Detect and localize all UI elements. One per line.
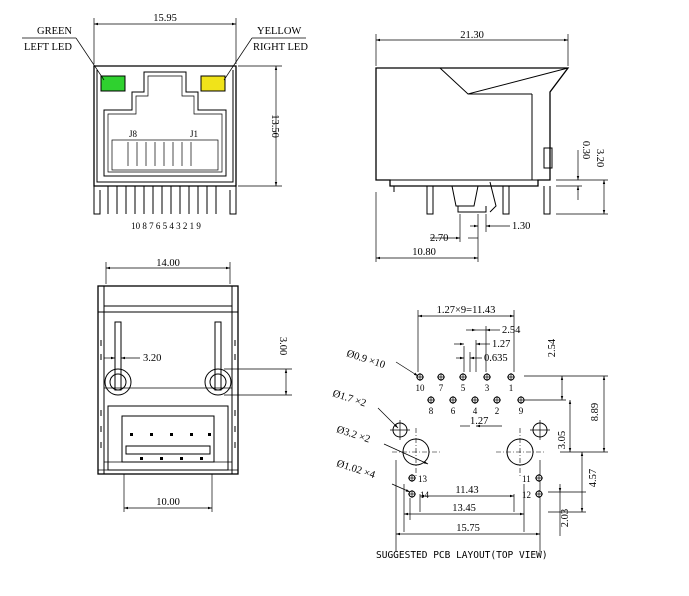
pcb-dim-1575: 15.75	[456, 523, 480, 534]
front-pin-numbers: 10 8 7 6 5 4 3 2 1 9	[131, 221, 201, 231]
pcb-pin-1: 1	[509, 383, 514, 393]
pcb-pin-2: 2	[495, 406, 500, 416]
pcb-dim-1143: 11.43	[455, 485, 478, 496]
front-height-dim: 13.50	[269, 114, 280, 138]
pcb-pin-13: 13	[418, 474, 428, 484]
side-dim-1080: 10.80	[412, 247, 436, 258]
pcb-pin-10: 10	[416, 383, 426, 393]
pcb-dim-889: 8.89	[590, 403, 601, 421]
pcb-pin-7: 7	[439, 383, 444, 393]
pcb-pin-6: 6	[451, 406, 456, 416]
pcb-hole-32-callout: Ø3.2 ×2	[335, 424, 371, 445]
green-led-label: GREEN	[37, 26, 72, 37]
pcb-pin-11: 11	[522, 474, 531, 484]
bottom-dim-300: 3.00	[277, 337, 288, 355]
side-dim-270: 2.70	[430, 233, 448, 244]
pcb-dim-254-top: 2.54	[502, 325, 521, 336]
side-dim-130: 1.30	[512, 221, 530, 232]
pcb-dim-254-right: 2.54	[547, 338, 558, 357]
pcb-pin-5: 5	[461, 383, 466, 393]
pcb-pin-3: 3	[485, 383, 490, 393]
bottom-width-dim: 14.00	[156, 258, 180, 269]
side-dim-320: 3.20	[594, 149, 605, 167]
side-dim-030: 0.30	[580, 141, 591, 159]
bottom-dim-320: 3.20	[143, 353, 161, 364]
pcb-dim-1345: 13.45	[452, 503, 476, 514]
pcb-hole-09-callout: Ø0.9 ×10	[345, 348, 386, 371]
pcb-layout-title: SUGGESTED PCB LAYOUT(TOP VIEW)	[376, 550, 548, 561]
pcb-pin-12: 12	[522, 490, 531, 500]
pcb-layout: 1.27×9=11.43 2.54 1.27 0.635 2.54 8.89 3…	[331, 305, 608, 561]
front-view: 15.95 13.50 GREEN LEFT LED YELLOW RIGHT …	[22, 13, 308, 231]
pin-j1-label: J1	[190, 129, 198, 139]
pcb-led-holes	[408, 474, 543, 498]
yellow-led-label: YELLOW	[257, 26, 301, 37]
side-view: 21.30 0.30 3.20 2.70 1.30 10.80	[375, 30, 608, 262]
pcb-pin-14: 14	[420, 490, 430, 500]
pcb-pin-9: 9	[519, 406, 524, 416]
pcb-dim-127-mid: 1.27	[470, 416, 488, 427]
pcb-dim-457: 4.57	[588, 469, 599, 487]
bottom-view: 14.00 3.20 3.00 10.00	[97, 258, 292, 512]
pcb-pin-4: 4	[473, 406, 478, 416]
yellow-led	[200, 75, 226, 92]
pcb-dim-305: 3.05	[557, 431, 568, 449]
pcb-dim-203: 2.03	[560, 509, 571, 527]
pcb-hole-102-callout: Ø1.02 ×4	[335, 458, 377, 481]
pcb-dim-127-top: 1.27	[492, 339, 510, 350]
pcb-hole-17-callout: Ø1.7 ×2	[331, 388, 367, 409]
pcb-holes-row2	[427, 396, 525, 404]
pcb-dim-0635: 0.635	[484, 353, 508, 364]
pcb-pitch-dim: 1.27×9=11.43	[437, 305, 496, 316]
green-led	[100, 75, 126, 92]
bottom-dim-1000: 10.00	[156, 497, 180, 508]
pin-j8-label: J8	[129, 129, 138, 139]
pcb-holes-row1	[416, 373, 515, 381]
right-led-label: RIGHT LED	[253, 42, 308, 53]
front-width-dim: 15.95	[153, 13, 177, 24]
pcb-pin-8: 8	[429, 406, 434, 416]
left-led-label: LEFT LED	[24, 42, 72, 53]
side-length-dim: 21.30	[460, 30, 484, 41]
